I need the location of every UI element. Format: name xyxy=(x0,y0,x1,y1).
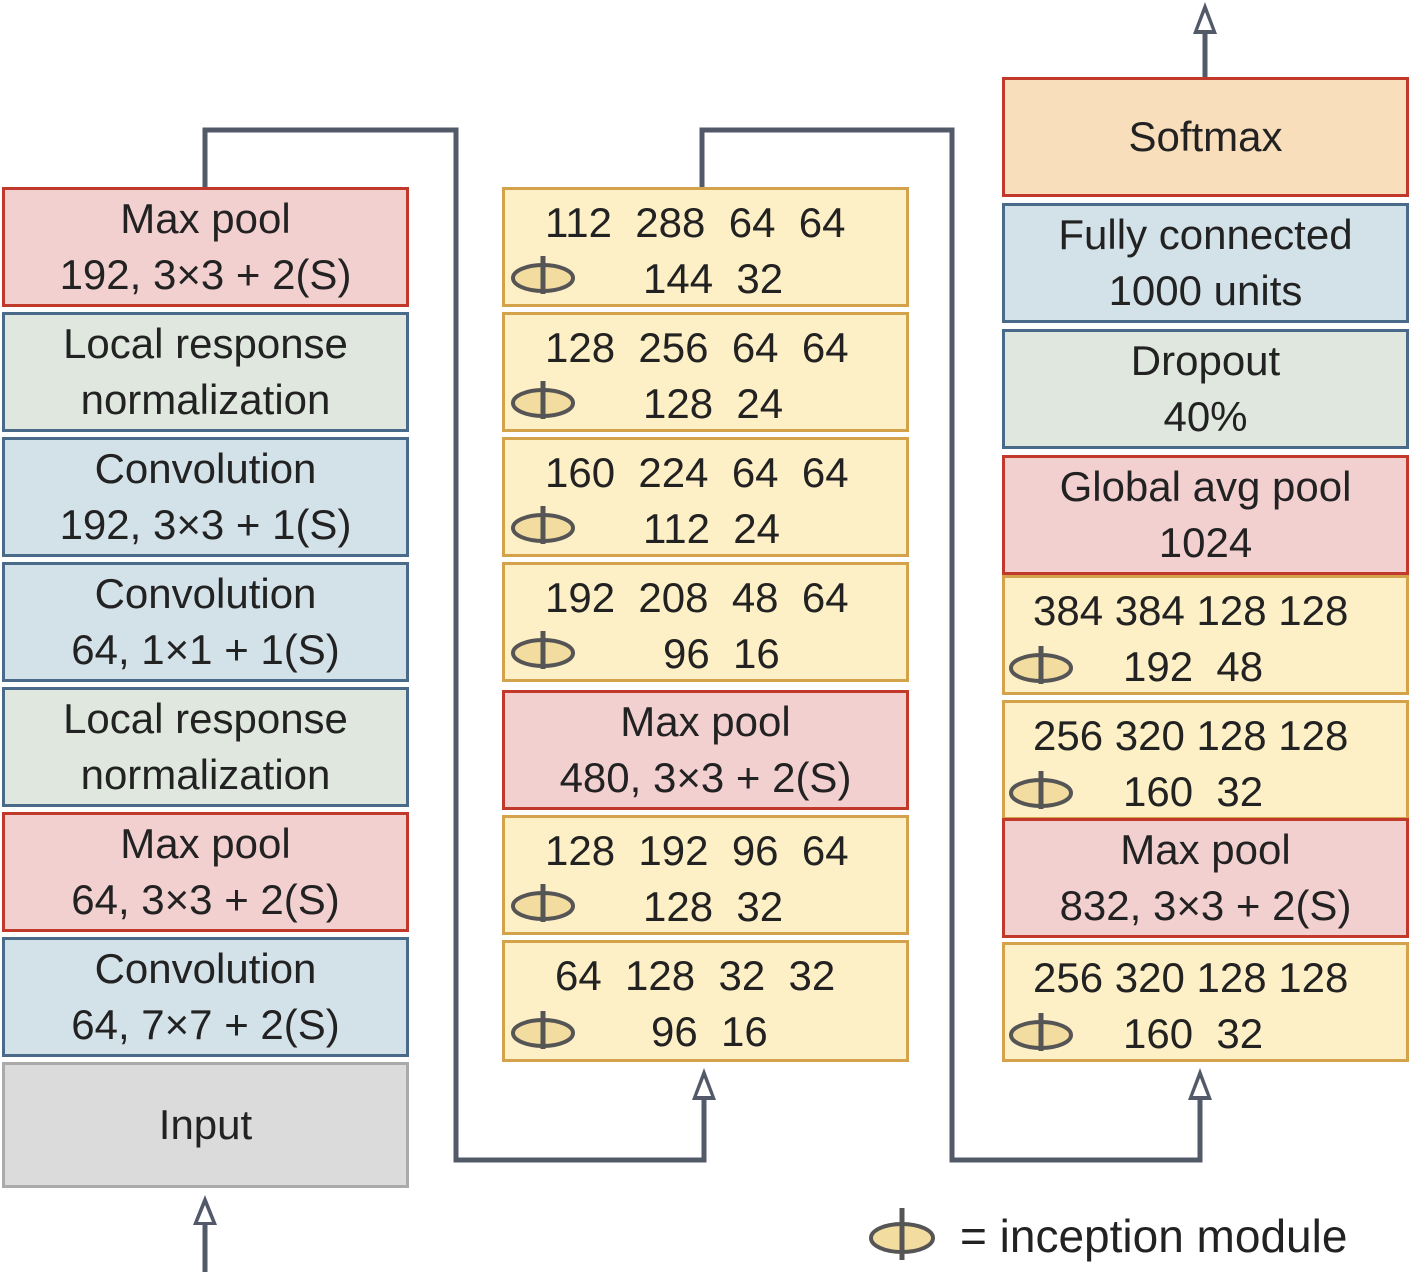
layer-params: 192, 3×3 + 1(S) xyxy=(59,501,352,548)
input-layer: Input xyxy=(2,1062,409,1188)
inception-module-icon xyxy=(511,381,575,419)
layer-name: Global avg pool xyxy=(1059,463,1352,510)
layer-params: 1000 units xyxy=(1108,267,1303,314)
inception-row-1: 128 192 96 64 xyxy=(545,827,849,874)
connector-col2-to-col3 xyxy=(699,127,1203,1163)
layer-params: 64, 3×3 + 2(S) xyxy=(71,876,340,923)
inception-row-2: 192 48 xyxy=(1123,643,1264,690)
max-pool-layer-0: Max pool 64, 3×3 + 2(S) xyxy=(2,812,409,932)
global-avg-pool-layer: Global avg pool 1024 xyxy=(1002,455,1409,575)
legend-label: = inception module xyxy=(960,1210,1348,1262)
max-pool-layer-2: Max pool 480, 3×3 + 2(S) xyxy=(502,690,909,810)
inception-row-1: 112 288 64 64 xyxy=(545,199,846,246)
inception-row-1: 256 320 128 128 xyxy=(1033,712,1349,759)
layer-name: Softmax xyxy=(1128,113,1283,160)
inception-row-1: 160 224 64 64 xyxy=(545,449,849,496)
layer-name: Max pool xyxy=(620,698,791,745)
inception-row-2: 112 24 xyxy=(643,505,781,552)
inception-module: 256 320 128 128 160 32 xyxy=(1002,700,1409,820)
softmax-layer: Softmax xyxy=(1002,77,1409,197)
inception-row-2: 160 32 xyxy=(1123,768,1264,815)
layer-params: 64, 1×1 + 1(S) xyxy=(71,626,340,673)
inception-row-2: 96 16 xyxy=(651,1008,768,1055)
inception-module: 128 256 64 64 128 24 xyxy=(502,312,909,432)
layer-name: Fully connected xyxy=(1058,211,1353,258)
local-response-normalization-layer-2: Local response normalization xyxy=(2,312,409,432)
inception-row-2: 160 32 xyxy=(1123,1010,1264,1057)
inception-row-2: 96 16 xyxy=(663,630,780,677)
layer-params: 40% xyxy=(1163,393,1248,440)
layer-name: Convolution xyxy=(94,945,317,992)
inception-module-icon xyxy=(511,506,575,544)
inception-row-1: 192 208 48 64 xyxy=(545,574,849,621)
inception-module-icon xyxy=(1009,771,1073,809)
inception-row-1: 256 320 128 128 xyxy=(1033,954,1349,1001)
convolution-layer-3: Convolution 192, 3×3 + 1(S) xyxy=(2,437,409,557)
inception-row-1: 128 256 64 64 xyxy=(545,324,849,371)
inception-module-icon xyxy=(511,631,575,669)
inception-row-1: 384 384 128 128 xyxy=(1033,587,1349,634)
layer-params: normalization xyxy=(80,376,331,423)
layer-params: 480, 3×3 + 2(S) xyxy=(559,754,852,801)
fully-connected-layer: Fully connected 1000 units xyxy=(1002,203,1409,323)
inception-module-icon xyxy=(511,884,575,922)
inception-row-2: 128 32 xyxy=(643,883,784,930)
layer-name: Convolution xyxy=(94,445,317,492)
inception-module: 256 320 128 128 160 32 xyxy=(1002,942,1409,1062)
convolution-layer-2: Convolution 64, 1×1 + 1(S) xyxy=(2,562,409,682)
inception-module: 384 384 128 128 192 48 xyxy=(1002,575,1409,695)
inception-row-2: 128 24 xyxy=(643,380,784,427)
connector-col1-to-col2 xyxy=(202,127,707,1163)
layer-name: Max pool xyxy=(120,820,291,867)
layer-name: Convolution xyxy=(94,570,317,617)
layer-params: 832, 3×3 + 2(S) xyxy=(1059,882,1352,929)
convolution-layer-1: Convolution 64, 7×7 + 2(S) xyxy=(2,937,409,1057)
inception-module: 192 208 48 64 96 16 xyxy=(502,562,909,682)
max-pool-layer-1: Max pool 192, 3×3 + 2(S) xyxy=(2,187,409,307)
inception-module: 112 288 64 64 144 32 xyxy=(502,187,909,307)
layer-params: 192, 3×3 + 2(S) xyxy=(59,251,352,298)
legend-inception-module-icon xyxy=(869,1208,935,1260)
inception-module-icon xyxy=(1009,1013,1073,1051)
max-pool-layer-3: Max pool 832, 3×3 + 2(S) xyxy=(1002,818,1409,938)
dropout-layer: Dropout 40% xyxy=(1002,329,1409,449)
inception-module: 128 192 96 64 128 32 xyxy=(502,815,909,935)
layer-name: Max pool xyxy=(120,195,291,242)
layer-name: Input xyxy=(158,1101,253,1148)
inception-module: 160 224 64 64 112 24 xyxy=(502,437,909,557)
layer-name: Local response xyxy=(63,320,348,367)
inception-module-icon xyxy=(1009,646,1073,684)
inception-module: 64 128 32 32 96 16 xyxy=(502,940,909,1062)
local-response-normalization-layer-1: Local response normalization xyxy=(2,687,409,807)
inception-row-1: 64 128 32 32 xyxy=(555,952,836,999)
layer-params: 64, 7×7 + 2(S) xyxy=(71,1001,340,1048)
layer-name: Max pool xyxy=(1120,826,1291,873)
layer-name: Local response xyxy=(63,695,348,742)
layer-name: Dropout xyxy=(1130,337,1281,384)
inception-row-2: 144 32 xyxy=(643,255,784,302)
layer-params: normalization xyxy=(80,751,331,798)
inception-module-icon xyxy=(511,256,575,294)
inception-module-icon xyxy=(511,1011,575,1049)
layer-params: 1024 xyxy=(1158,519,1253,566)
